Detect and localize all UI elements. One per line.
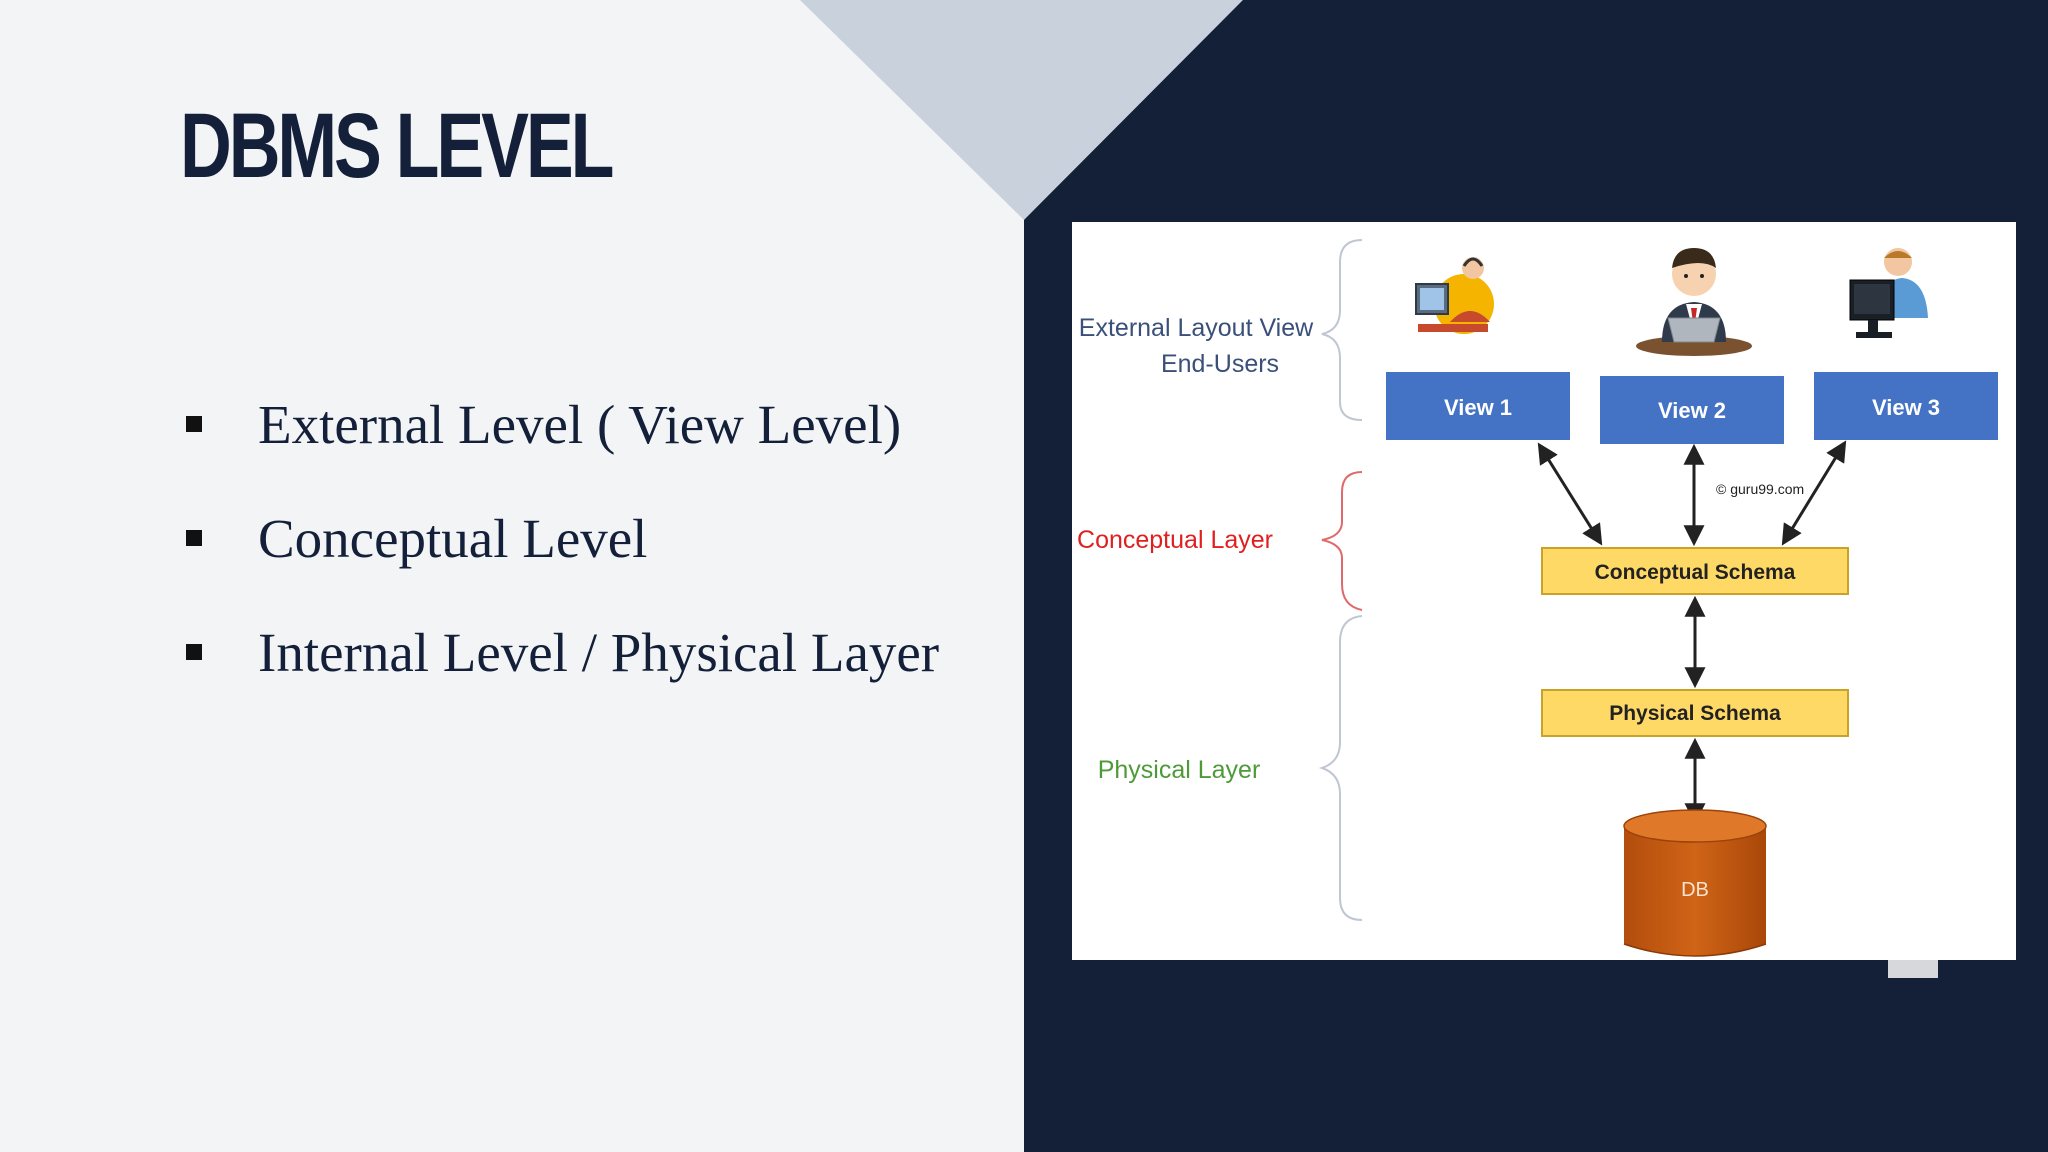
bullet-conceptual-level: Conceptual Level	[180, 499, 939, 613]
bullet-text: External Level ( View Level)	[258, 394, 902, 455]
bullet-text: Conceptual Level	[258, 508, 648, 569]
conceptual-schema-label: Conceptual Schema	[1595, 561, 1796, 584]
physical-schema-label: Physical Schema	[1609, 702, 1781, 725]
user-headset-icon	[1415, 257, 1494, 334]
end-users-label: End-Users	[1161, 350, 1279, 378]
diagram-canvas: External Layout View End-Users Conceptua…	[1077, 239, 1998, 957]
bullet-external-level: External Level ( View Level)	[180, 385, 939, 499]
view-2-label: View 2	[1658, 398, 1726, 423]
physical-schema-box	[1541, 689, 1849, 737]
user-laptop-icon	[1636, 248, 1752, 356]
db-label: DB	[1681, 879, 1709, 901]
bullet-text: Internal Level / Physical Layer	[258, 622, 940, 683]
user-desktop-icon	[1849, 248, 1928, 338]
external-brace	[1321, 239, 1363, 421]
conceptual-brace	[1321, 471, 1363, 611]
slide-title: DBMS LEVEL	[180, 95, 614, 197]
view-3-box	[1814, 372, 1998, 440]
bullet-square-icon	[186, 416, 202, 432]
physical-layer-label: Physical Layer	[1098, 756, 1261, 784]
physical-brace	[1318, 615, 1363, 921]
bullet-internal-level: Internal Level / Physical Layer	[180, 613, 939, 727]
bullet-square-icon	[186, 644, 202, 660]
arrow-view3-conceptual	[1781, 440, 1847, 546]
dbms-levels-diagram: External Layout View End-Users Conceptua…	[1072, 222, 2016, 960]
corner-tab	[1888, 960, 1938, 978]
bullet-square-icon	[186, 530, 202, 546]
bullet-list: External Level ( View Level) Conceptual …	[180, 385, 939, 727]
guru99-watermark: © guru99.com	[1716, 481, 1804, 497]
arrow-view1-conceptual	[1537, 442, 1603, 546]
view-3-label: View 3	[1872, 395, 1940, 420]
conceptual-layer-label: Conceptual Layer	[1077, 526, 1273, 554]
view-1-label: View 1	[1444, 395, 1512, 420]
left-panel	[0, 0, 1024, 1152]
conceptual-schema-box	[1541, 547, 1849, 595]
view-1-box	[1386, 372, 1570, 440]
database-cylinder-icon	[1623, 809, 1767, 957]
external-layout-label: External Layout View	[1079, 314, 1314, 342]
view-2-box	[1600, 376, 1784, 444]
